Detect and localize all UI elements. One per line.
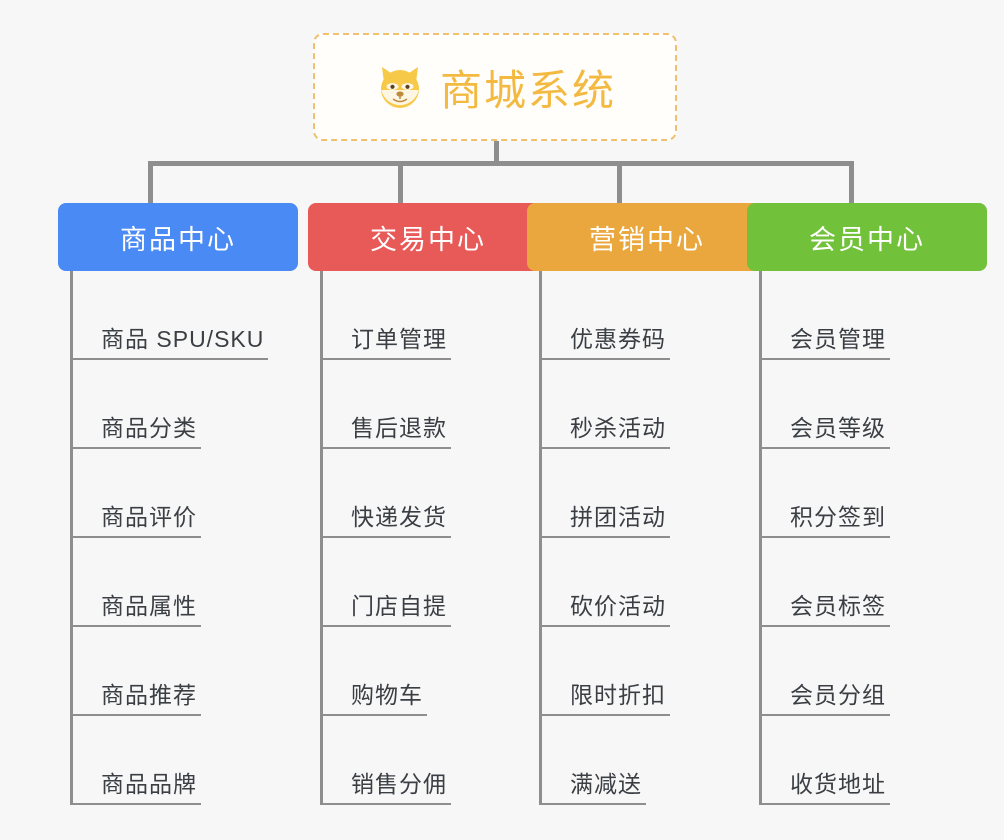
list-item-label: 会员分组 [790, 682, 886, 708]
list-item-label: 门店自提 [351, 593, 447, 619]
list-item[interactable]: 售后退款 [323, 360, 548, 449]
list-item-label: 会员标签 [790, 593, 886, 619]
connector-bus [148, 161, 854, 166]
list-item[interactable]: 快递发货 [323, 449, 548, 538]
category-header-3[interactable]: 营销中心 [527, 203, 767, 271]
category-header-1[interactable]: 商品中心 [58, 203, 298, 271]
category-header-label-2: 交易中心 [370, 224, 486, 255]
list-item-label: 购物车 [351, 682, 423, 708]
list-item[interactable]: 商品推荐 [73, 627, 298, 716]
category-header-2[interactable]: 交易中心 [308, 203, 548, 271]
list-item-label: 拼团活动 [570, 504, 666, 530]
list-item-label: 商品评价 [101, 504, 197, 530]
category-header-label-4: 会员中心 [809, 224, 925, 255]
list-item-label: 售后退款 [351, 415, 447, 441]
column-spine-3: 优惠券码 秒杀活动 拼团活动 砍价活动 限时折扣 满减送 [539, 271, 767, 805]
list-item[interactable]: 收货地址 [762, 716, 987, 805]
root-title: 商城系统 [439, 66, 616, 114]
list-item[interactable]: 会员标签 [762, 538, 987, 627]
list-item[interactable]: 商品品牌 [73, 716, 298, 805]
column-营销中心: 营销中心 优惠券码 秒杀活动 拼团活动 砍价活动 限时折扣 满减送 [527, 203, 767, 805]
list-item-label: 商品品牌 [101, 771, 197, 797]
column-spine-1: 商品 SPU/SKU 商品分类 商品评价 商品属性 商品推荐 商品品牌 [70, 271, 298, 805]
list-item[interactable]: 购物车 [323, 627, 548, 716]
connector-drop-4 [849, 161, 854, 205]
connector-drop-3 [617, 161, 622, 205]
list-item-label: 优惠券码 [570, 326, 666, 352]
column-spine-2: 订单管理 售后退款 快递发货 门店自提 购物车 销售分佣 [320, 271, 548, 805]
connector-drop-2 [398, 161, 403, 205]
list-item-label: 商品推荐 [101, 682, 197, 708]
list-item[interactable]: 销售分佣 [323, 716, 548, 805]
list-item[interactable]: 订单管理 [323, 271, 548, 360]
list-item-label: 商品分类 [101, 415, 197, 441]
list-item-label: 满减送 [570, 771, 642, 797]
list-item[interactable]: 积分签到 [762, 449, 987, 538]
list-item[interactable]: 优惠券码 [542, 271, 767, 360]
list-item[interactable]: 会员管理 [762, 271, 987, 360]
list-item-label: 商品 SPU/SKU [101, 326, 265, 352]
list-item[interactable]: 拼团活动 [542, 449, 767, 538]
list-item[interactable]: 秒杀活动 [542, 360, 767, 449]
connector-root-stem [494, 141, 499, 164]
list-item-label: 秒杀活动 [570, 415, 666, 441]
list-item[interactable]: 砍价活动 [542, 538, 767, 627]
shiba-inu-icon [374, 61, 426, 113]
column-商品中心: 商品中心 商品 SPU/SKU 商品分类 商品评价 商品属性 商品推荐 商品品牌 [58, 203, 298, 805]
column-交易中心: 交易中心 订单管理 售后退款 快递发货 门店自提 购物车 销售分佣 [308, 203, 548, 805]
category-header-4[interactable]: 会员中心 [747, 203, 987, 271]
list-item-label: 收货地址 [790, 771, 886, 797]
list-item-label: 积分签到 [790, 504, 886, 530]
list-item[interactable]: 会员等级 [762, 360, 987, 449]
list-item-label: 会员等级 [790, 415, 886, 441]
list-item-label: 销售分佣 [351, 771, 447, 797]
list-item-label: 商品属性 [101, 593, 197, 619]
list-item[interactable]: 商品 SPU/SKU [73, 271, 298, 360]
column-spine-4: 会员管理 会员等级 积分签到 会员标签 会员分组 收货地址 [759, 271, 987, 805]
list-item-label: 会员管理 [790, 326, 886, 352]
list-item[interactable]: 商品属性 [73, 538, 298, 627]
list-item[interactable]: 门店自提 [323, 538, 548, 627]
list-item-label: 砍价活动 [570, 593, 666, 619]
category-header-label-1: 商品中心 [120, 224, 236, 255]
column-会员中心: 会员中心 会员管理 会员等级 积分签到 会员标签 会员分组 收货地址 [747, 203, 987, 805]
category-header-label-3: 营销中心 [589, 224, 705, 255]
list-item[interactable]: 限时折扣 [542, 627, 767, 716]
list-item[interactable]: 满减送 [542, 716, 767, 805]
list-item[interactable]: 会员分组 [762, 627, 987, 716]
list-item[interactable]: 商品分类 [73, 360, 298, 449]
root-node[interactable]: 商城系统 [313, 33, 677, 141]
connector-drop-1 [148, 161, 153, 205]
list-item[interactable]: 商品评价 [73, 449, 298, 538]
list-item-label: 限时折扣 [570, 682, 666, 708]
list-item-label: 订单管理 [351, 326, 447, 352]
list-item-label: 快递发货 [351, 504, 447, 530]
